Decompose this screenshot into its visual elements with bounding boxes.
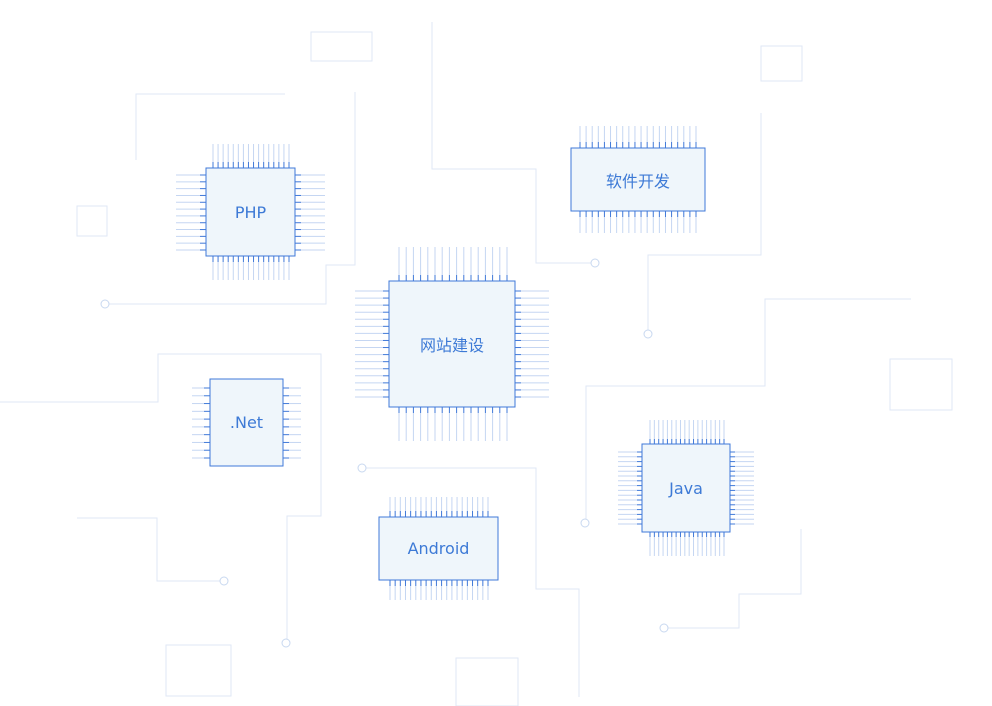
chip-php xyxy=(176,144,325,280)
decorative-pad xyxy=(165,644,232,697)
circuit-trace xyxy=(431,22,594,264)
chip-pins xyxy=(579,126,697,233)
chip-label-android[interactable]: Android xyxy=(407,539,470,558)
chip-body xyxy=(205,167,296,257)
circuit-trace xyxy=(135,93,285,160)
chip-label-software-development[interactable]: 软件开发 xyxy=(605,171,670,191)
circuit-trace xyxy=(647,113,762,333)
decorative-pad-open xyxy=(455,657,519,706)
trace-node xyxy=(219,576,229,586)
circuit-trace xyxy=(105,92,356,305)
chip-pins xyxy=(176,144,325,280)
chip-pins xyxy=(389,497,489,600)
circuit-trace xyxy=(363,467,580,697)
trace-node xyxy=(357,463,367,473)
decorative-pad xyxy=(889,358,953,411)
decorative-pad xyxy=(76,205,108,237)
circuit-trace xyxy=(0,353,322,643)
trace-nodes xyxy=(100,258,669,648)
chips-layer xyxy=(176,126,754,600)
chip-body xyxy=(641,443,731,533)
chip-label-website-construction[interactable]: 网站建设 xyxy=(419,336,484,355)
chip-body xyxy=(209,378,284,467)
chip-pins xyxy=(192,387,301,459)
trace-node xyxy=(580,518,590,528)
trace-node xyxy=(643,329,653,339)
circuit-trace xyxy=(77,517,223,582)
decorative-pads xyxy=(76,31,953,706)
decorative-pad xyxy=(310,31,373,62)
trace-node xyxy=(281,638,291,648)
chip-website xyxy=(355,247,549,441)
decorative-pad xyxy=(760,45,803,82)
chip-pins xyxy=(618,420,754,556)
chip-label-dotnet[interactable]: .Net xyxy=(229,413,264,432)
trace-node xyxy=(100,299,110,309)
chip-label-php[interactable]: PHP xyxy=(234,202,267,222)
chip-body xyxy=(388,280,516,408)
chip-body xyxy=(570,147,706,212)
chip-software xyxy=(570,126,706,233)
chip-pins xyxy=(355,247,549,441)
chip-label-java[interactable]: Java xyxy=(669,478,703,498)
circuit-trace xyxy=(585,298,911,522)
circuit-traces xyxy=(0,22,911,697)
decorative-pad xyxy=(455,657,519,706)
trace-node xyxy=(659,623,669,633)
chip-android xyxy=(378,497,499,600)
chip-java xyxy=(618,420,754,556)
chip-body xyxy=(378,516,499,581)
circuit-trace xyxy=(664,529,802,629)
trace-node xyxy=(590,258,600,268)
chip-net xyxy=(192,378,301,467)
